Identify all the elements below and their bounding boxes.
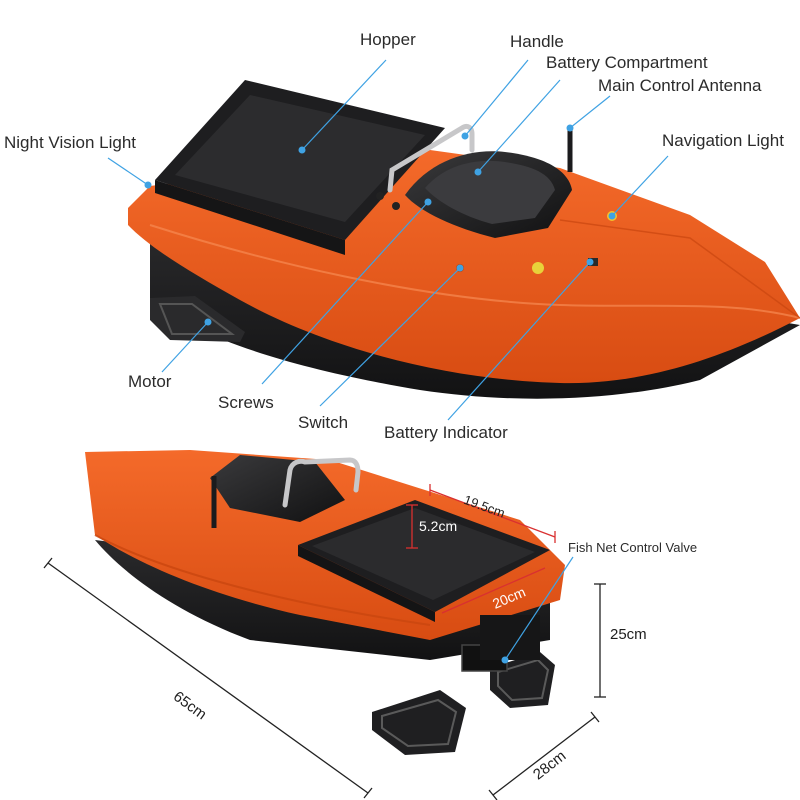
top-boat-handle: [387, 123, 475, 193]
top-boat-hopper-wall: [155, 180, 345, 255]
bottom-boat-motor-left: [372, 690, 466, 755]
label-battery-indicator: Battery Indicator: [384, 423, 508, 442]
top-boat-bow-ridge: [559, 219, 800, 319]
leader-dots: [144, 124, 616, 664]
label-navigation-light: Navigation Light: [662, 131, 784, 150]
dim-hopper-depth: 5.2cm: [419, 518, 458, 534]
top-boat-hatch-top: [425, 160, 555, 224]
top-boat-battery-light: [532, 262, 544, 274]
boat-dimension-lines: [43, 557, 606, 800]
top-boat-hopper-inner: [175, 95, 425, 222]
bottom-boat-hopper-wall: [298, 545, 435, 622]
label-switch: Switch: [298, 413, 349, 432]
dim-boat-height: 25cm: [610, 626, 647, 643]
hopper-dimension-lines: [406, 484, 556, 614]
top-boat-button: [376, 192, 384, 200]
label-hopper: Hopper: [360, 30, 416, 49]
top-boat-button: [392, 202, 400, 210]
bottom-boat-hatch: [210, 455, 345, 522]
leader-lines: [107, 59, 669, 661]
bottom-boat-side-crease: [94, 534, 431, 626]
bottom-boat-handle: [282, 457, 361, 508]
top-boat-crease: [149, 224, 800, 319]
label-screws: Screws: [218, 393, 274, 412]
bottom-boat: [85, 450, 565, 755]
label-battery-compartment: Battery Compartment: [546, 53, 708, 72]
label-main-control-antenna: Main Control Antenna: [598, 76, 762, 95]
label-handle: Handle: [510, 32, 564, 51]
top-boat-motor: [150, 296, 245, 342]
top-boat: [128, 80, 800, 399]
label-night-vision-light: Night Vision Light: [4, 133, 136, 152]
label-motor: Motor: [128, 372, 172, 391]
label-fish-net-control-valve: Fish Net Control Valve: [568, 540, 698, 555]
bottom-boat-hopper-inner: [312, 508, 535, 600]
